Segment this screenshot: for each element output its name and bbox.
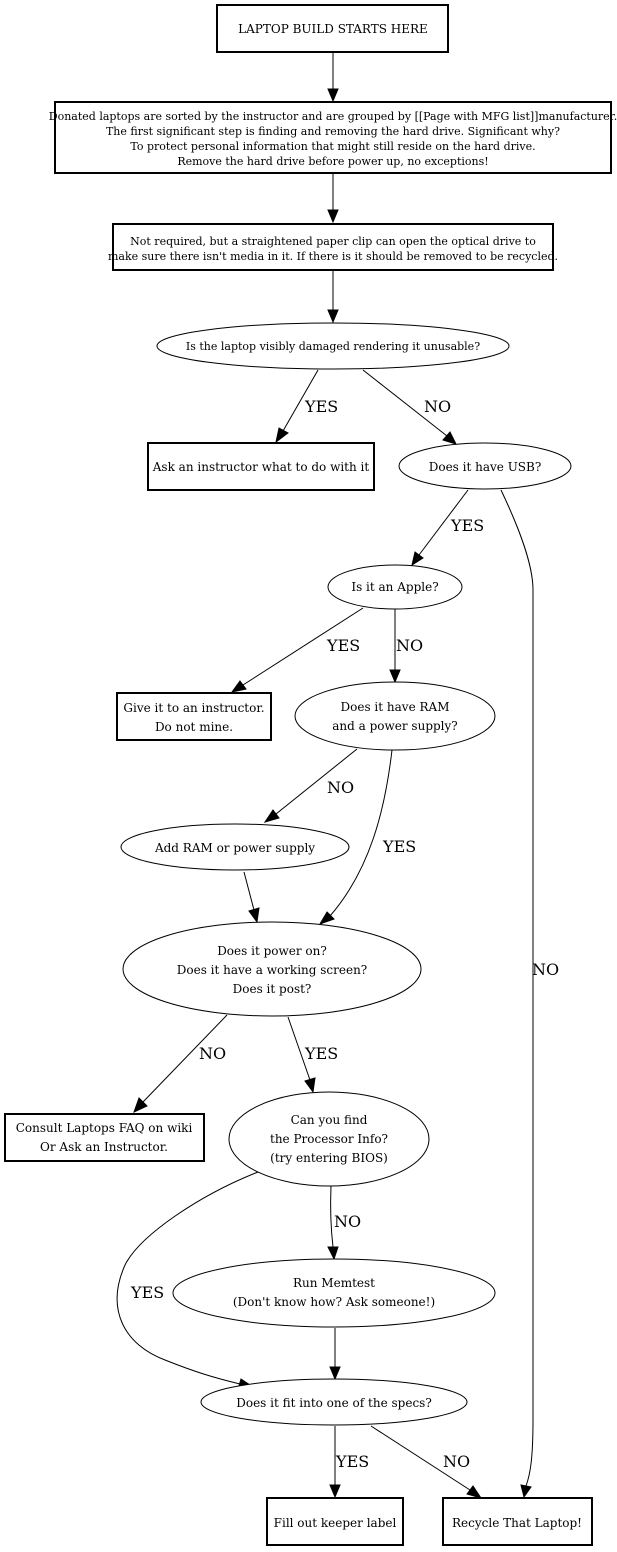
edge-sort-to-paperclip	[327, 174, 339, 224]
node-label: Recycle That Laptop!	[452, 1516, 582, 1530]
edge-power-on-to-consult-faq: NO	[133, 1014, 228, 1113]
node-memtest: Run Memtest (Don't know how? Ask someone…	[172, 1258, 496, 1328]
edge-label-yes: YES	[304, 397, 338, 416]
node-label: Fill out keeper label	[274, 1516, 397, 1530]
node-label: Ask an instructor what to do with it	[152, 460, 370, 474]
edge-processor-to-memtest: NO	[327, 1185, 361, 1261]
edge-label-yes: YES	[326, 636, 360, 655]
node-recycle: Recycle That Laptop!	[442, 1497, 593, 1546]
node-label: Consult Laptops FAQ on wiki	[16, 1121, 193, 1135]
node-label: Does it post?	[233, 982, 312, 996]
edge-specs-to-recycle: NO	[370, 1425, 483, 1499]
node-label: Donated laptops are sorted by the instru…	[49, 110, 617, 123]
edge-power-on-to-processor: YES	[287, 1016, 338, 1094]
node-label: make sure there isn't media in it. If th…	[108, 250, 558, 263]
flowchart-nodes: LAPTOP BUILD STARTS HERE Donated laptops…	[4, 4, 617, 1546]
edge-label-yes: YES	[450, 516, 484, 535]
edge-usb-to-recycle: NO	[500, 489, 559, 1499]
edge-label-no: NO	[327, 778, 354, 797]
edge-ram-power-to-add-ram: NO	[263, 748, 358, 823]
node-label: Does it have a working screen?	[177, 963, 368, 977]
node-label: LAPTOP BUILD STARTS HERE	[238, 22, 428, 36]
edge-damaged-to-usb: NO	[362, 369, 457, 445]
node-power-on-question: Does it power on? Does it have a working…	[122, 921, 422, 1017]
node-ram-power-question: Does it have RAM and a power supply?	[294, 681, 496, 751]
flowchart-edges: YES NO YES NO YES NO	[116, 53, 559, 1499]
edge-label-no: NO	[334, 1212, 361, 1231]
node-specs-question: Does it fit into one of the specs?	[200, 1378, 468, 1426]
node-keeper-label: Fill out keeper label	[266, 1497, 404, 1546]
node-label: Does it power on?	[217, 944, 327, 958]
node-label: Does it fit into one of the specs?	[236, 1396, 432, 1410]
edge-start-to-sort	[327, 53, 339, 103]
node-label: Is it an Apple?	[351, 580, 438, 594]
edge-apple-to-ram-power: NO	[389, 609, 423, 684]
node-processor-question: Can you find the Processor Info? (try en…	[228, 1091, 430, 1187]
node-label: Does it have RAM	[341, 700, 450, 714]
edge-specs-to-keeper: YES	[329, 1426, 369, 1499]
node-label: (try entering BIOS)	[270, 1151, 388, 1165]
edge-label-no: NO	[396, 636, 423, 655]
node-apple-question: Is it an Apple?	[327, 564, 463, 610]
edge-memtest-to-specs	[329, 1328, 341, 1381]
node-consult-faq: Consult Laptops FAQ on wiki Or Ask an In…	[4, 1113, 205, 1162]
node-label: Give it to an instructor.	[123, 701, 264, 715]
node-label: Is the laptop visibly damaged rendering …	[186, 340, 480, 353]
edge-label-yes: YES	[335, 1452, 369, 1471]
edge-label-no: NO	[199, 1044, 226, 1063]
node-label: To protect personal information that mig…	[130, 140, 535, 153]
node-label: Do not mine.	[155, 720, 233, 734]
node-label: Not required, but a straightened paper c…	[130, 235, 536, 248]
edge-label-yes: YES	[130, 1283, 164, 1302]
edge-label-no: NO	[532, 960, 559, 979]
node-label: and a power supply?	[332, 719, 457, 733]
node-ask-instructor: Ask an instructor what to do with it	[147, 442, 375, 491]
node-label: Add RAM or power supply	[154, 841, 315, 855]
edge-ram-power-to-power-on: YES	[318, 749, 416, 925]
node-label: Remove the hard drive before power up, n…	[177, 155, 488, 168]
node-label: Can you find	[291, 1113, 368, 1127]
node-damaged-question: Is the laptop visibly damaged rendering …	[156, 322, 510, 370]
node-give-instructor: Give it to an instructor. Do not mine.	[116, 692, 272, 741]
node-label: (Don't know how? Ask someone!)	[233, 1295, 435, 1309]
node-label: Does it have USB?	[429, 460, 542, 474]
node-paperclip: Not required, but a straightened paper c…	[108, 223, 558, 271]
edge-usb-to-apple: YES	[411, 489, 484, 567]
edge-add-ram-to-power-on	[243, 871, 260, 924]
edge-paperclip-to-damaged	[327, 271, 339, 324]
node-label: Run Memtest	[293, 1276, 375, 1290]
node-label: Or Ask an Instructor.	[40, 1140, 168, 1154]
node-label: The first significant step is finding an…	[106, 125, 560, 138]
node-add-ram: Add RAM or power supply	[120, 823, 350, 871]
edge-label-no: NO	[443, 1452, 470, 1471]
node-usb-question: Does it have USB?	[398, 442, 572, 490]
node-start: LAPTOP BUILD STARTS HERE	[216, 4, 449, 53]
edge-damaged-to-ask-instructor: YES	[275, 369, 338, 444]
edge-label-no: NO	[424, 397, 451, 416]
node-label: the Processor Info?	[270, 1132, 388, 1146]
edge-apple-to-give-instructor: YES	[230, 607, 364, 693]
edge-label-yes: YES	[304, 1044, 338, 1063]
edge-label-yes: YES	[382, 837, 416, 856]
node-sort: Donated laptops are sorted by the instru…	[49, 101, 617, 174]
